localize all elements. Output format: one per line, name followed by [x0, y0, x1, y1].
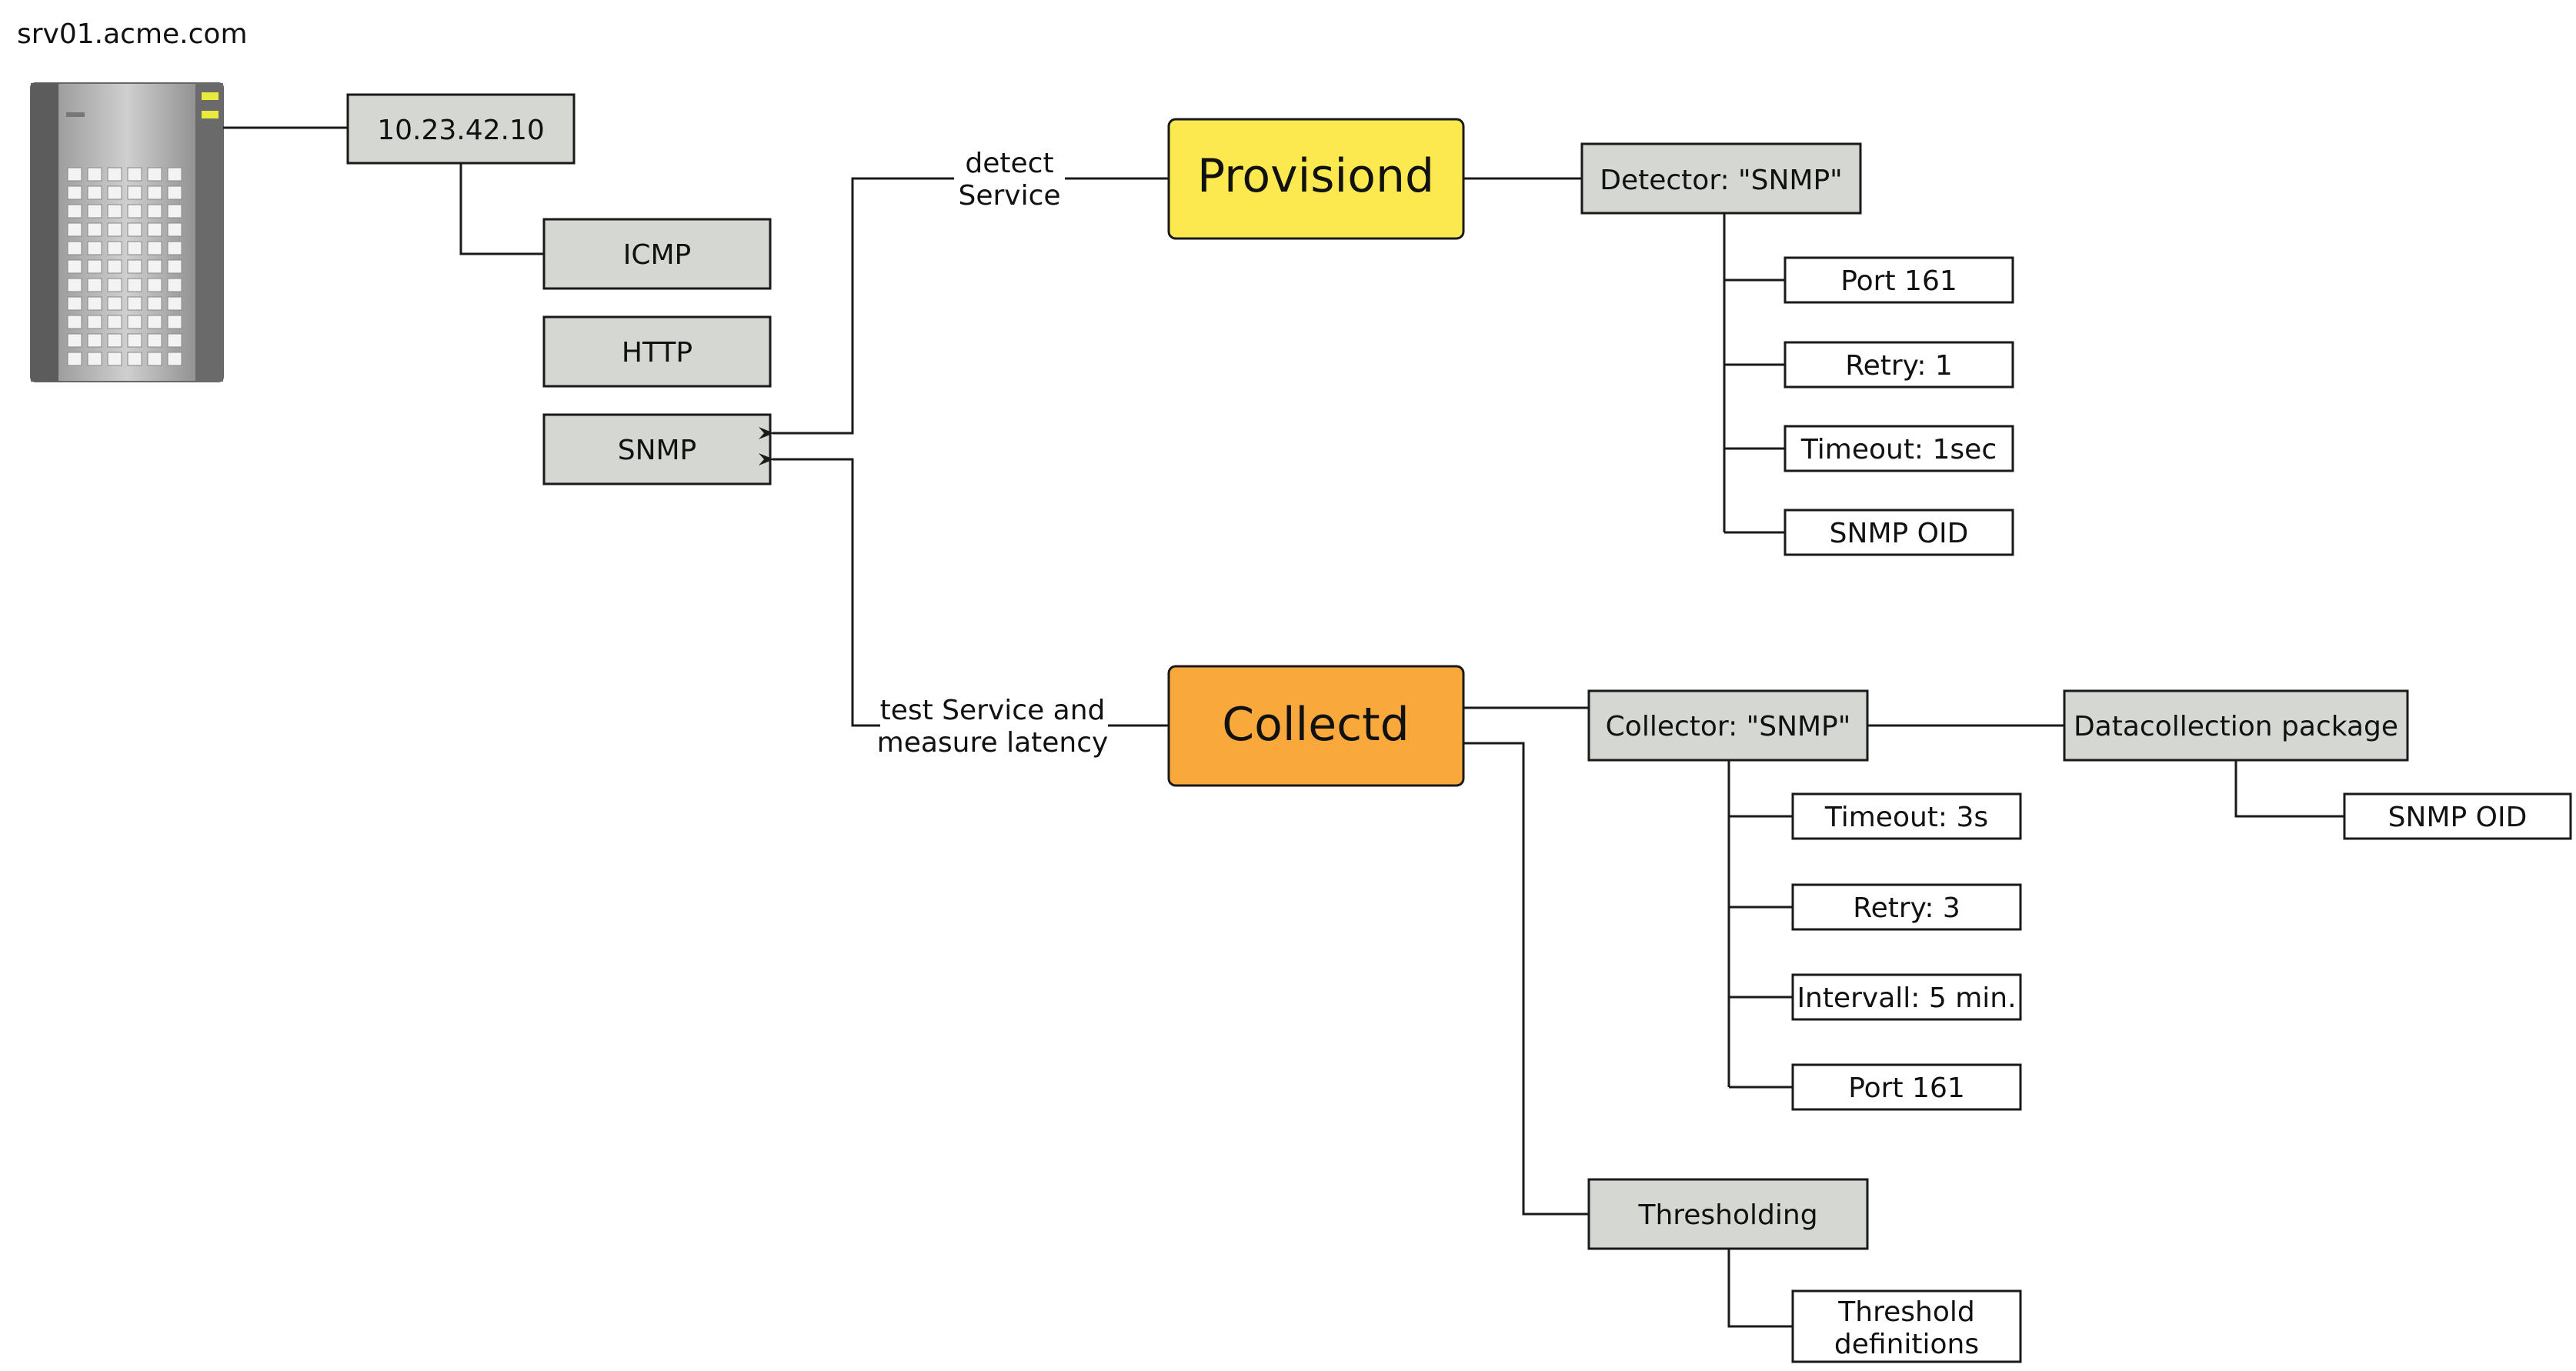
detector-param-port: Port 161	[1784, 256, 2014, 304]
service-node-icmp: ICMP	[542, 218, 772, 290]
threshold-definitions-node: Threshold definitions	[1791, 1289, 2022, 1363]
threshold-definitions-line2: definitions	[1834, 1329, 1979, 1360]
detector-param-oid: SNMP OID	[1784, 509, 2014, 556]
thresholding-node: Thresholding	[1587, 1178, 1869, 1250]
detector-node: Detector: "SNMP"	[1580, 142, 1862, 215]
threshold-definitions-line1: Threshold	[1837, 1296, 1974, 1328]
datacollection-oid-label: SNMP OID	[2388, 802, 2528, 833]
datacollection-node: Datacollection package	[2063, 689, 2409, 762]
ip-label: 10.23.42.10	[377, 115, 545, 146]
server-hostname: srv01.acme.com	[17, 18, 248, 50]
collector-param-label: Intervall: 5 min.	[1797, 982, 2016, 1014]
thresholding-label: Thresholding	[1637, 1199, 1817, 1231]
collector-param-label: Retry: 3	[1853, 892, 1960, 924]
collectd-box	[1167, 665, 1465, 787]
server-icon	[30, 82, 224, 382]
collect-arrow	[759, 453, 880, 727]
collector-param-label: Timeout: 3s	[1824, 802, 1988, 833]
detector-param-label: SNMP OID	[1830, 518, 1969, 549]
provisiond-label: Provisiond	[1197, 149, 1434, 203]
service-label-snmp: SNMP	[618, 435, 697, 466]
collector-param-timeout: Timeout: 3s	[1791, 792, 2022, 840]
datacollection-label: Datacollection package	[2074, 711, 2398, 742]
ip-node: 10.23.42.10	[346, 93, 576, 165]
collectd-label: Collectd	[1222, 698, 1409, 752]
service-label-icmp: ICMP	[623, 239, 692, 271]
detector-param-timeout: Timeout: 1sec	[1784, 425, 2014, 472]
provisiond-node: Provisiond	[1167, 118, 1465, 240]
detector-param-label: Timeout: 1sec	[1800, 434, 1997, 465]
collectd-node: Collectd	[1167, 665, 1465, 787]
detect-arrow	[759, 177, 954, 439]
service-label-http: HTTP	[622, 337, 692, 369]
detector-label: Detector: "SNMP"	[1600, 165, 1842, 196]
detect-label-line1: detect	[965, 148, 1053, 179]
collect-label-line1: test Service and	[880, 695, 1106, 726]
datacollection-oid-node: SNMP OID	[2343, 792, 2572, 840]
collector-param-port: Port 161	[1791, 1063, 2022, 1111]
collector-node: Collector: "SNMP"	[1587, 689, 1869, 762]
collector-param-interval: Intervall: 5 min.	[1791, 973, 2022, 1021]
detector-param-label: Port 161	[1840, 265, 1957, 297]
service-node-snmp: SNMP	[542, 413, 772, 485]
service-node-http: HTTP	[542, 315, 772, 388]
collector-label: Collector: "SNMP"	[1606, 711, 1851, 742]
collector-param-retry: Retry: 3	[1791, 883, 2022, 931]
detector-param-label: Retry: 1	[1845, 350, 1953, 382]
collect-label-line2: measure latency	[877, 727, 1109, 759]
detector-param-retry: Retry: 1	[1784, 341, 2014, 389]
collector-param-label: Port 161	[1848, 1072, 1965, 1104]
detect-label-line2: Service	[958, 180, 1060, 212]
